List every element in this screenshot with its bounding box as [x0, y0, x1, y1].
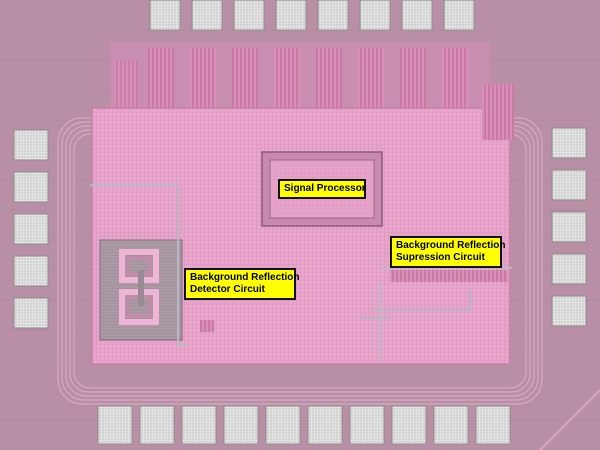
suppression-label-line1: Background Reflection	[396, 240, 506, 251]
small-cell	[200, 320, 214, 332]
pads-bottom	[97, 405, 511, 445]
pads-right	[551, 127, 587, 327]
corner-edge	[539, 389, 600, 450]
detector-circuit-label: Background Reflection Detector Circuit	[184, 268, 300, 300]
suppression-label-line2: Supression Circuit	[396, 252, 485, 263]
detector-label-line2: Detector Circuit	[190, 284, 266, 295]
detector-label-line1: Background Reflection	[190, 272, 300, 283]
suppression-circuit-label: Background Reflection Supression Circuit	[390, 236, 506, 268]
guard-rings	[57, 117, 543, 405]
right-column	[482, 84, 514, 140]
signal-processor-text: Signal Processor	[284, 183, 366, 194]
suppression-traces	[90, 184, 512, 360]
pads-left	[13, 129, 49, 329]
suppression-array	[390, 270, 508, 282]
detector-circuit-block	[99, 239, 183, 341]
signal-processor-label: Signal Processor	[278, 179, 366, 199]
pads-top	[149, 0, 475, 31]
